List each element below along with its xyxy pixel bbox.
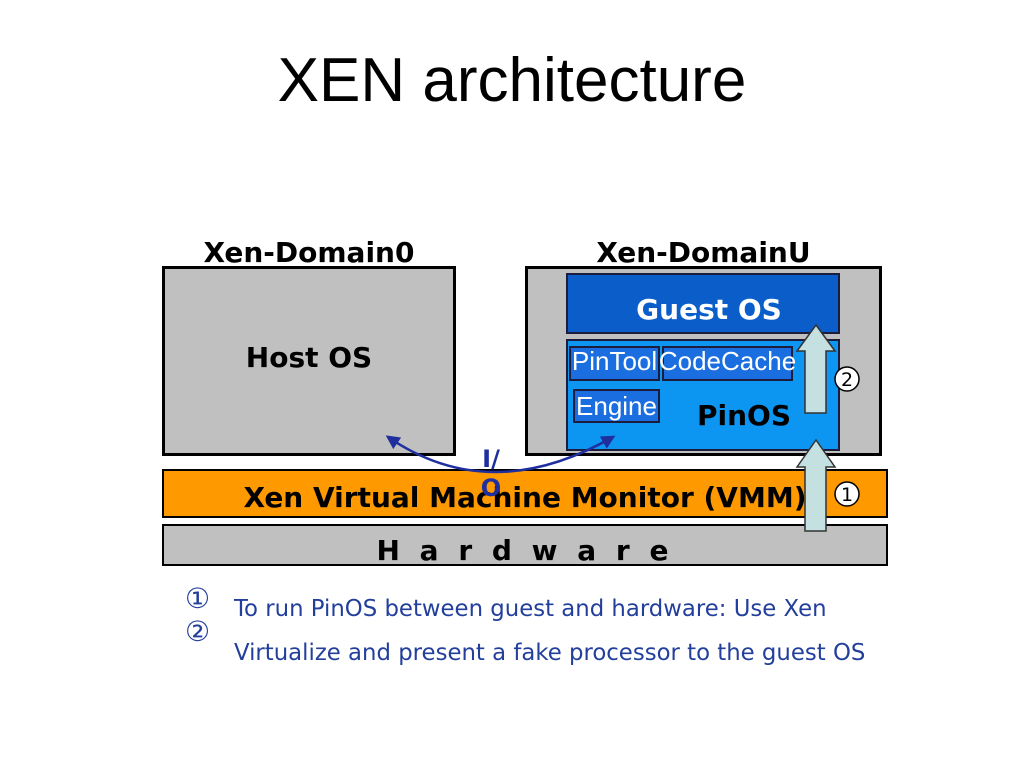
host-os-label: Host OS — [245, 341, 373, 374]
hardware-label: H a r d w a r e — [376, 534, 674, 567]
engine-label: Engine — [576, 391, 657, 421]
domainU-box: Guest OS PinTool CodeCache Engine PinOS — [525, 266, 882, 456]
codecache-label: CodeCache — [658, 346, 797, 376]
engine-box: Engine — [573, 389, 660, 423]
pintool-label: PinTool — [571, 346, 658, 376]
domain0-label: Xen-Domain0 — [203, 236, 415, 269]
vmm-label: Xen Virtual Machine Monitor (VMM) — [243, 481, 807, 514]
pinos-box: PinTool CodeCache Engine PinOS — [566, 339, 840, 451]
guest-os-box: Guest OS — [566, 273, 840, 334]
legend-marker-2: ② — [185, 615, 211, 648]
guest-os-label: Guest OS — [636, 293, 782, 326]
hardware-bar: H a r d w a r e — [162, 524, 888, 567]
vmm-bar: Xen Virtual Machine Monitor (VMM) — [162, 469, 888, 518]
domainU-label: Xen-DomainU — [596, 236, 811, 269]
legend-text-2: Virtualize and present a fake processor … — [234, 640, 866, 666]
pintool-box: PinTool — [569, 346, 660, 381]
pinos-label: PinOS — [697, 399, 792, 432]
codecache-box: CodeCache — [658, 346, 797, 381]
legend-marker-1: ① — [185, 582, 211, 615]
slide-title: XEN architecture — [277, 46, 747, 115]
io-label: I/O — [480, 445, 502, 502]
legend-text-1: To run PinOS between guest and hardware:… — [234, 596, 827, 622]
domain0-box: Host OS — [162, 266, 456, 456]
